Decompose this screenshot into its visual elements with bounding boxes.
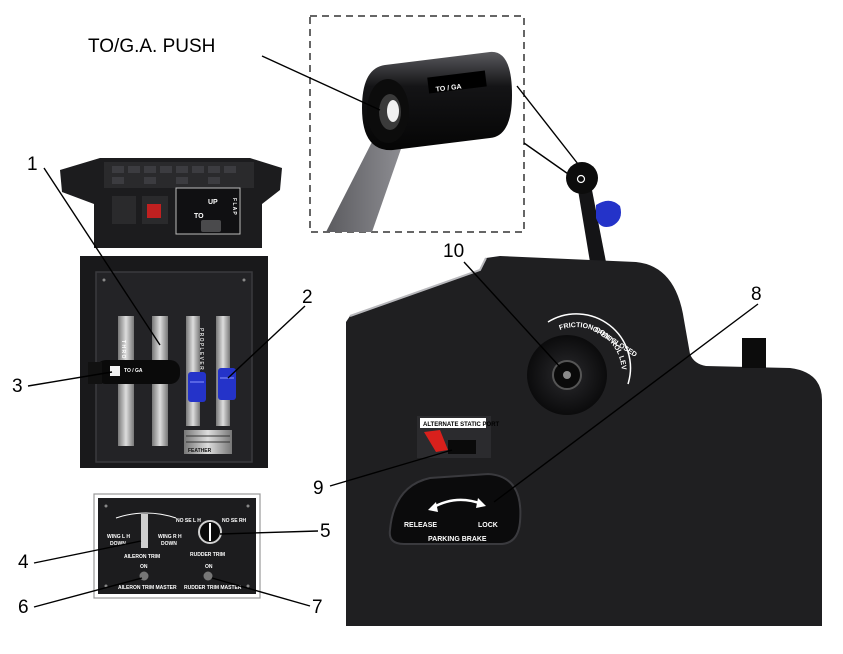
static-port-warning: [424, 430, 448, 452]
static-port-placard: [420, 418, 486, 428]
lock-label: LOCK: [478, 522, 498, 529]
leader-4: [33, 540, 142, 564]
callout-10: 10: [443, 241, 464, 262]
flap-side-label: F L A P: [231, 198, 237, 215]
leader-3: [27, 371, 113, 387]
wing-rh-down-label: DOWN: [161, 541, 177, 547]
flap-to-label: TO: [194, 213, 204, 220]
callout-8: 8: [751, 284, 762, 305]
center-pedestal: UP TO F L A P T H R O T T L E P R O P L …: [60, 158, 282, 599]
feather-gate-bars: [186, 435, 230, 443]
callout-4: 4: [18, 552, 29, 573]
release-label: RELEASE: [404, 522, 437, 529]
trim-panel: [98, 498, 256, 594]
prop-text: P R O P L E V E R: [198, 328, 204, 370]
arrow-head-right: [476, 498, 486, 508]
flap-lever[interactable]: [201, 220, 221, 232]
friction-arc-arrow: [547, 313, 632, 385]
flap-up-label: UP: [208, 199, 218, 206]
aileron-master-switch[interactable]: [139, 571, 149, 581]
side-lever-knob[interactable]: [566, 162, 598, 194]
rudder-master-switch[interactable]: [203, 571, 213, 581]
toga-detail-inset: TO / GA TO/G.A. PUSH: [88, 15, 525, 233]
aileron-trim-switch[interactable]: [141, 514, 148, 548]
feather-label: FEATHER: [188, 448, 212, 454]
leader-9: [329, 449, 453, 487]
callout-9: 9: [313, 478, 324, 499]
leader-6: [33, 577, 143, 608]
switch-box-left: [112, 196, 136, 224]
throttle-crossbar-end: [88, 362, 102, 384]
aileron-master-label: AILERON TRIM MASTER: [118, 585, 177, 591]
toga-push-title: TO/G.A. PUSH: [88, 36, 215, 57]
throttle-text: T H R O T T L E: [120, 340, 126, 377]
aileron-trim-arc: [115, 512, 177, 519]
toga-leader: [261, 55, 381, 111]
callout-6: 6: [18, 597, 29, 618]
leader-5: [219, 530, 319, 535]
prop-lever-right[interactable]: [218, 368, 236, 400]
aileron-trim-label: AILERON TRIM: [124, 554, 160, 560]
wing-lh-label: WING L H: [107, 534, 130, 540]
toga-button-small[interactable]: [110, 366, 120, 376]
friction-knob-center: [563, 371, 571, 379]
knob-label-plate: [427, 70, 487, 94]
prop-lever-left[interactable]: [188, 372, 206, 402]
red-switch[interactable]: [147, 204, 161, 218]
parking-brake-well: [388, 472, 522, 545]
side-blue-knob[interactable]: [596, 200, 621, 227]
nose-rh-label: NO SE RH: [222, 518, 247, 524]
side-lever-shaft: [578, 190, 606, 262]
callouts: 1 2 3 4 5 6 7 8 9 10: [12, 154, 762, 618]
leader-2: [227, 305, 306, 379]
nose-lh-label: NO SE L H: [176, 518, 201, 524]
console-small-switch[interactable]: [742, 338, 766, 368]
prop-slot-left: [186, 316, 200, 426]
console-edge-highlight: [349, 257, 487, 317]
inset-connector-top: [516, 85, 579, 165]
callout-7: 7: [312, 597, 323, 618]
rudder-master-label: RUDDER TRIM MASTER: [184, 585, 242, 591]
callout-1: 1: [27, 154, 38, 175]
wing-rh-label: WING R H: [158, 534, 182, 540]
inset-connector-bottom: [523, 142, 572, 177]
wing-lh-down-label: DOWN: [110, 541, 126, 547]
leader-8: [493, 303, 759, 503]
rudder-on-label: ON: [205, 564, 213, 570]
aileron-on-label: ON: [140, 564, 148, 570]
rudder-trim-label: RUDDER TRIM: [190, 552, 225, 558]
static-port-handle[interactable]: [448, 440, 476, 454]
leader-10: [463, 261, 561, 368]
switch-row: [112, 166, 236, 184]
static-port-label: ALTERNATE STATIC PORT: [423, 422, 500, 428]
callout-2: 2: [302, 287, 313, 308]
side-knob-button: [576, 174, 586, 184]
leader-1: [43, 167, 161, 346]
toga-push-button[interactable]: [387, 100, 399, 122]
parking-brake-label: PARKING BRAKE: [428, 536, 487, 543]
callout-5: 5: [320, 521, 331, 542]
toga-small-label: TO / GA: [124, 368, 143, 374]
leader-7: [211, 577, 311, 607]
detail-lever-arm: [326, 140, 402, 232]
arrow-head-left: [428, 502, 438, 512]
callout-3: 3: [12, 376, 23, 397]
upper-switch-strip: [104, 162, 254, 188]
knob-label: TO / GA: [435, 84, 462, 94]
